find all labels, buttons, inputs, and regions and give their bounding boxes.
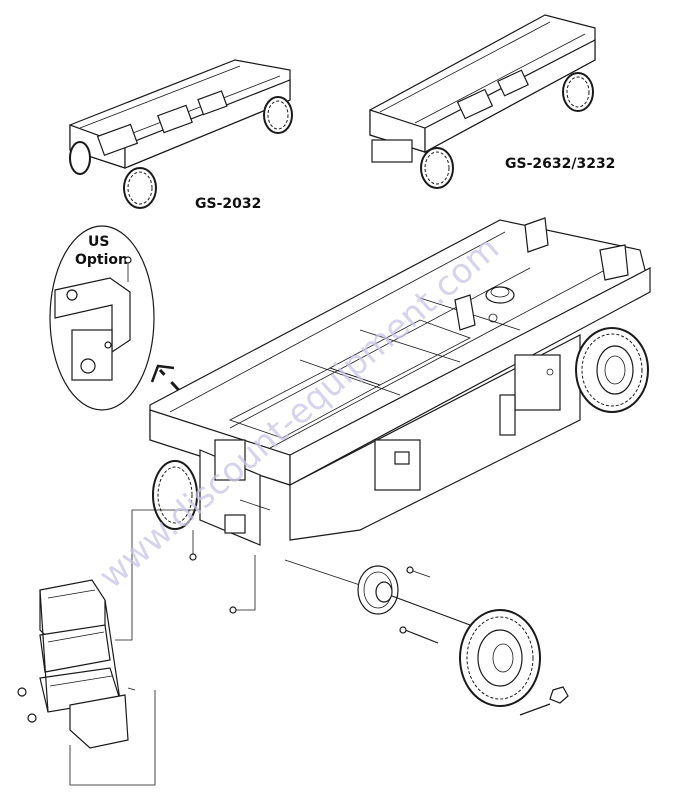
us-option-line1: US <box>88 234 109 250</box>
label-gs2032: GS-2032 <box>195 196 261 212</box>
label-gs2632-3232: GS-2632/3232 <box>505 156 615 172</box>
main-chassis <box>149 217 651 546</box>
chassis-gs2632-thumbnail <box>369 14 596 189</box>
us-option-line2: Option <box>75 252 128 268</box>
rear-wheel-right <box>575 327 649 413</box>
us-option-callout: US Option <box>49 225 155 411</box>
exploded-wheel-assembly <box>284 559 569 716</box>
chassis-gs2032-thumbnail <box>69 59 293 209</box>
step-ladder <box>17 509 256 786</box>
front-wheel-left <box>152 460 198 530</box>
